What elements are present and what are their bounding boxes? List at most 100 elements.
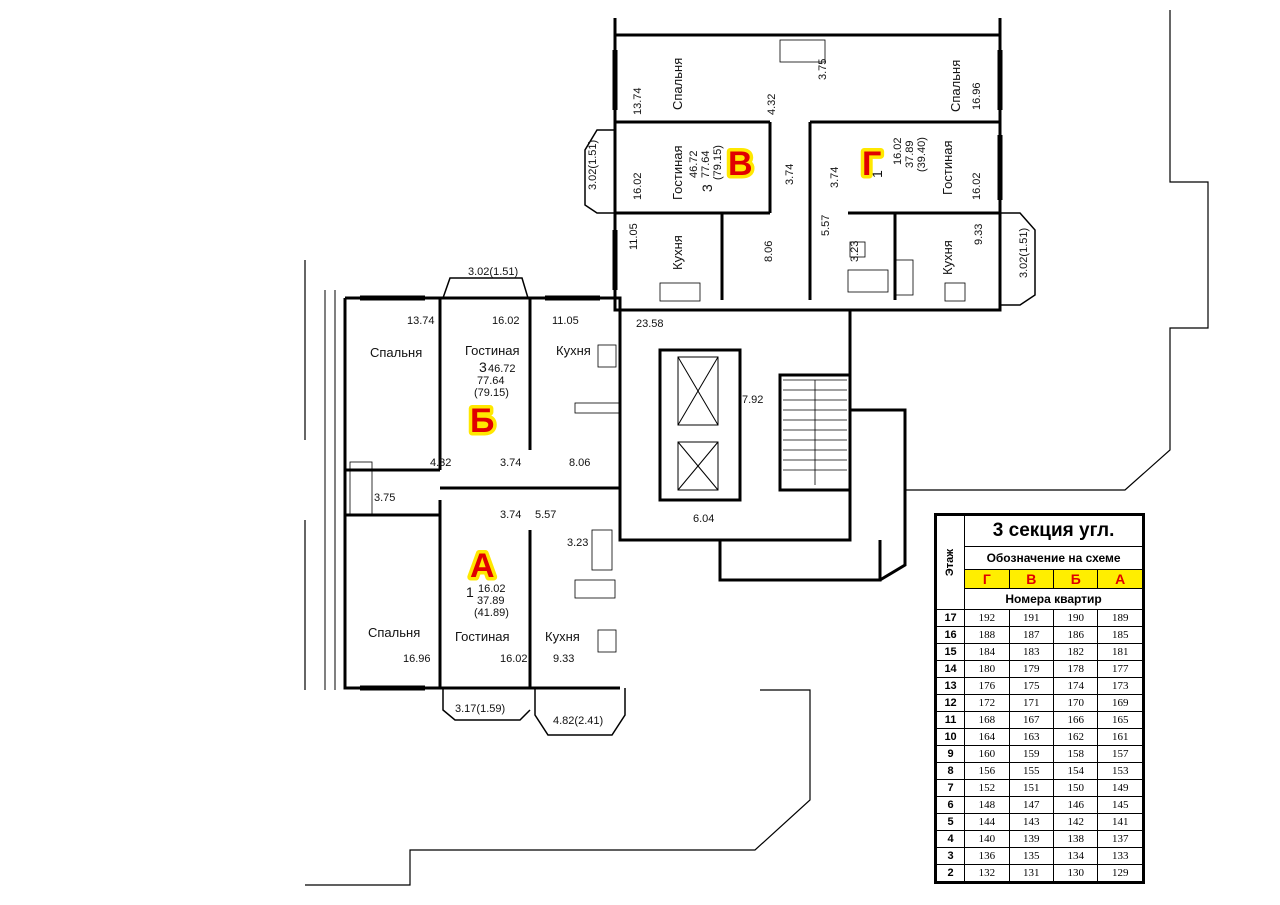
room-label: Гостиная <box>670 145 685 200</box>
apartment-number: 150 <box>1053 779 1099 797</box>
area-label: 3.74 <box>500 509 521 521</box>
total-with-balcony: (79.15) <box>712 145 724 180</box>
apartment-number: 151 <box>1008 779 1055 797</box>
total-with-balcony: (41.89) <box>474 607 509 619</box>
total-with-balcony: (39.40) <box>916 137 928 172</box>
area-label: 16.02 <box>971 172 983 200</box>
room-label: Кухня <box>670 235 685 270</box>
area-label: 3.02(1.51) <box>587 140 599 190</box>
area-label: 16.96 <box>403 653 431 665</box>
room-label: Кухня <box>940 240 955 275</box>
area-label: 7.92 <box>742 394 763 406</box>
area-label: 16.02 <box>500 653 528 665</box>
legend-table: Этаж 3 секция угл. Обозначение на схеме … <box>935 515 1143 882</box>
area-label: 4.32 <box>430 457 451 469</box>
area-label: 16.02 <box>632 172 644 200</box>
apartment-number: 184 <box>964 643 1010 661</box>
apartment-number: 186 <box>1053 626 1099 644</box>
room-label: Спальня <box>370 345 422 360</box>
area-label: 11.05 <box>628 223 640 250</box>
rooms-count: 3 <box>479 359 487 375</box>
staircase <box>783 379 847 485</box>
area-label: 9.33 <box>973 224 985 245</box>
area-label: 3.75 <box>374 492 395 504</box>
floor-number: 11 <box>935 711 966 729</box>
apartment-number: 134 <box>1053 847 1099 865</box>
elevator-shafts <box>677 356 719 491</box>
apartment-number: 187 <box>1008 626 1055 644</box>
apartment-number: 141 <box>1097 813 1143 831</box>
living-area: 46.72 <box>688 150 700 178</box>
area-label: 5.57 <box>820 215 832 236</box>
section-title: 3 секция угл. <box>964 515 1143 547</box>
apartment-number: 172 <box>964 694 1010 712</box>
apartment-number: 185 <box>1097 626 1143 644</box>
area-label: 5.57 <box>535 509 556 521</box>
room-label: Кухня <box>556 343 591 358</box>
apartment-number: 181 <box>1097 643 1143 661</box>
apartment-marker-g: Г <box>862 145 881 183</box>
building-walls <box>343 18 1002 690</box>
apartment-number: 153 <box>1097 762 1143 780</box>
apartment-number: 144 <box>964 813 1010 831</box>
area-label: 16.96 <box>971 82 983 110</box>
apartment-number: 180 <box>964 660 1010 678</box>
area-label: 16.02 <box>492 315 520 327</box>
room-label: Гостиная <box>465 343 520 358</box>
rooms-count: 3 <box>699 184 715 192</box>
total-area: 37.89 <box>904 140 916 168</box>
living-area: 16.02 <box>478 583 506 595</box>
apartment-number: 137 <box>1097 830 1143 848</box>
total-area: 37.89 <box>477 595 505 607</box>
apartment-number: 138 <box>1053 830 1099 848</box>
living-area: 16.02 <box>892 137 904 165</box>
apartment-number: 171 <box>1008 694 1055 712</box>
area-label: 13.74 <box>632 87 644 115</box>
apartment-number: 157 <box>1097 745 1143 763</box>
apartment-number: 169 <box>1097 694 1143 712</box>
apartment-number: 190 <box>1053 609 1099 627</box>
room-label: Спальня <box>670 58 685 110</box>
apartment-number: 129 <box>1097 864 1143 882</box>
room-labels: Спальня Гостиная Кухня Спальня Гостиная … <box>368 58 963 644</box>
floor-number: 13 <box>935 677 966 695</box>
apartment-number: 177 <box>1097 660 1143 678</box>
apartment-number: 165 <box>1097 711 1143 729</box>
room-label: Гостиная <box>940 140 955 195</box>
floor-number: 3 <box>935 847 966 865</box>
apartment-number: 143 <box>1008 813 1055 831</box>
area-label: 3.23 <box>567 537 588 549</box>
area-label: 8.06 <box>569 457 590 469</box>
area-label: 3.17(1.59) <box>455 703 505 715</box>
floor-number: 10 <box>935 728 966 746</box>
apartment-number: 140 <box>964 830 1010 848</box>
letter-cell: В <box>1008 569 1055 589</box>
floor-header: Этаж <box>935 515 966 610</box>
area-label: 3.23 <box>849 241 861 262</box>
apartment-number: 161 <box>1097 728 1143 746</box>
apartment-number: 162 <box>1053 728 1099 746</box>
floor-number: 9 <box>935 745 966 763</box>
area-label: 3.74 <box>500 457 521 469</box>
apartment-number: 159 <box>1008 745 1055 763</box>
total-area: 77.64 <box>477 375 505 387</box>
apartment-number: 183 <box>1008 643 1055 661</box>
area-label: 6.04 <box>693 513 714 525</box>
apartment-marker-b: Б <box>470 402 494 440</box>
room-label: Спальня <box>368 625 420 640</box>
apartment-number: 133 <box>1097 847 1143 865</box>
apartment-number: 131 <box>1008 864 1055 882</box>
apartment-number: 147 <box>1008 796 1055 814</box>
apartment-number: 178 <box>1053 660 1099 678</box>
apartment-number: 164 <box>964 728 1010 746</box>
